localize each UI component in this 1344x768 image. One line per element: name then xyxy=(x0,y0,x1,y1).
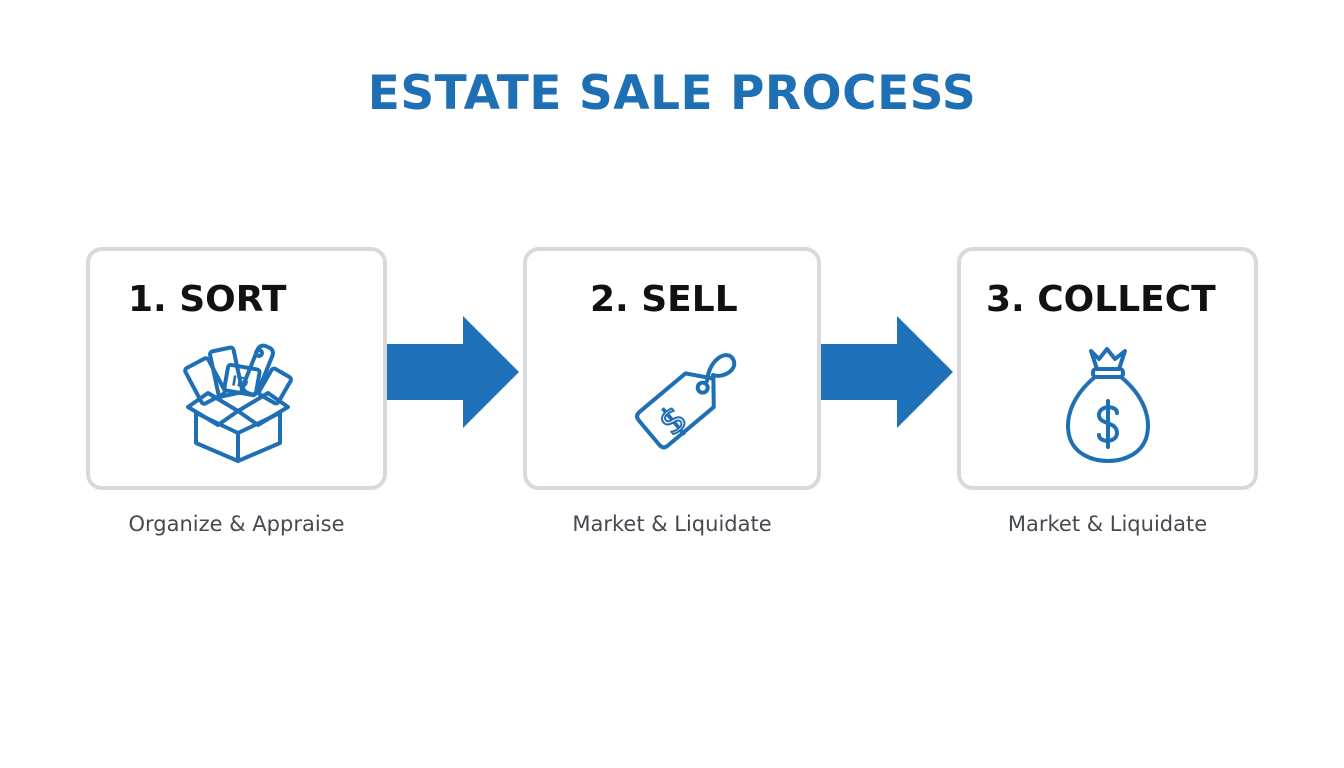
flow-arrow-right xyxy=(821,316,953,428)
step-caption-collect: Market & Liquidate xyxy=(1007,512,1208,536)
price-tag-icon: $ xyxy=(635,353,737,450)
step-card-sell: 2. SELL $ xyxy=(523,247,821,490)
id-card-text: ID xyxy=(230,373,249,392)
step-card-sort: 1. SORT ID xyxy=(86,247,387,490)
step-caption-sort: Organize & Appraise xyxy=(128,512,345,536)
step-card-collect: 3. COLLECT xyxy=(957,247,1258,490)
step-caption-sell: Market & Liquidate xyxy=(572,512,772,536)
open-box-icon: ID xyxy=(183,343,293,463)
flow-arrow-right xyxy=(387,316,519,428)
money-bag-icon xyxy=(1066,347,1150,463)
step-heading-collect: 3. COLLECT xyxy=(986,279,1216,320)
page-title: ESTATE SALE PROCESS xyxy=(367,66,977,121)
step-heading-sell: 2. SELL xyxy=(590,279,738,320)
step-heading-sort: 1. SORT xyxy=(128,279,287,320)
svg-text:$: $ xyxy=(651,398,695,444)
